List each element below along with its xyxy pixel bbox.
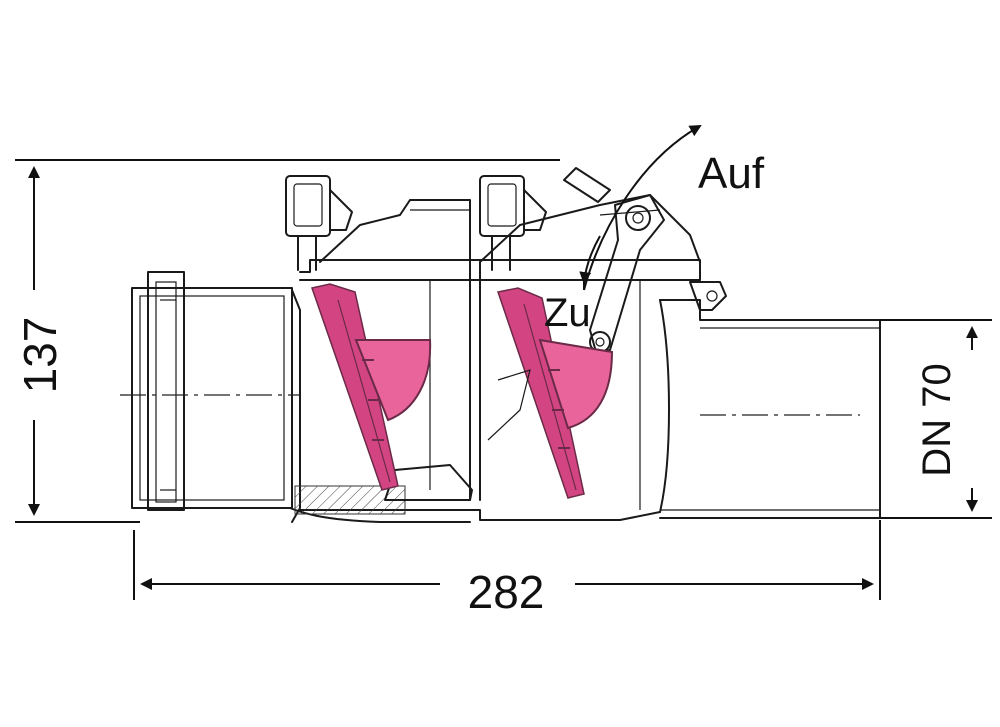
- close-arrow: [579, 235, 601, 284]
- width-dimension: [133, 520, 881, 600]
- left-socket: [131, 287, 293, 509]
- height-label: 137: [14, 317, 66, 394]
- flap-right: [497, 287, 614, 499]
- open-label: Auf: [698, 149, 765, 198]
- flap-left: [311, 283, 432, 491]
- open-arrow: [583, 125, 702, 291]
- width-label: 282: [468, 566, 545, 618]
- diameter-label: DN 70: [915, 363, 959, 476]
- right-lug: [689, 281, 727, 311]
- right-spigot: [659, 299, 881, 519]
- height-dimension: [15, 159, 560, 523]
- valve-body: [131, 259, 881, 523]
- diameter-dimension: [880, 319, 992, 519]
- latch-right: [479, 175, 547, 271]
- latch-left: [285, 175, 353, 271]
- left-seal-ring: [147, 271, 185, 511]
- lever-handle: [563, 167, 665, 353]
- closed-label: Zu: [544, 291, 591, 335]
